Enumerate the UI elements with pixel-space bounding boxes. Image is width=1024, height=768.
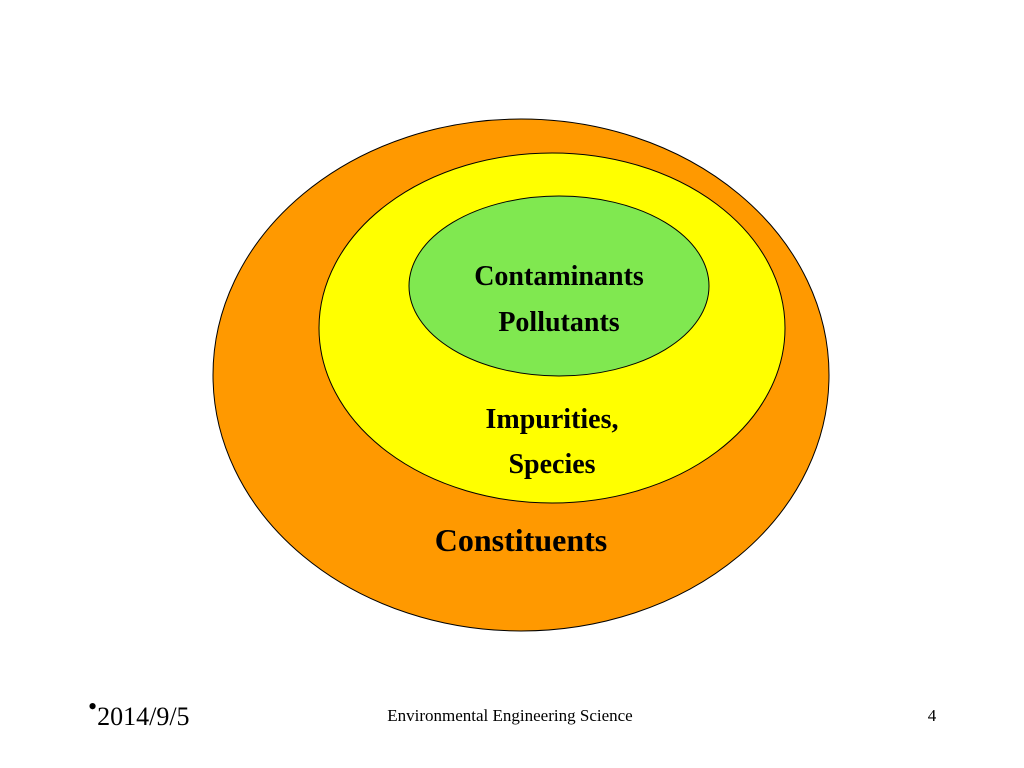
footer-date: •2014/9/5 bbox=[88, 692, 190, 732]
impurities-label: Impurities, bbox=[486, 404, 619, 435]
contaminants-label: Contaminants bbox=[474, 261, 644, 292]
footer-bullet: • bbox=[88, 692, 98, 721]
footer-page-number: 4 bbox=[927, 706, 937, 725]
constituents-label: Constituents bbox=[435, 522, 607, 558]
contaminants-ellipse bbox=[408, 195, 710, 377]
pollutants-label: Pollutants bbox=[498, 307, 619, 338]
footer-title-text: Environmental Engineering Science bbox=[387, 706, 633, 725]
footer-date-text: 2014/9/5 bbox=[97, 702, 190, 731]
species-label: Species bbox=[508, 449, 595, 480]
footer-title: Environmental Engineering Science bbox=[0, 706, 1024, 726]
